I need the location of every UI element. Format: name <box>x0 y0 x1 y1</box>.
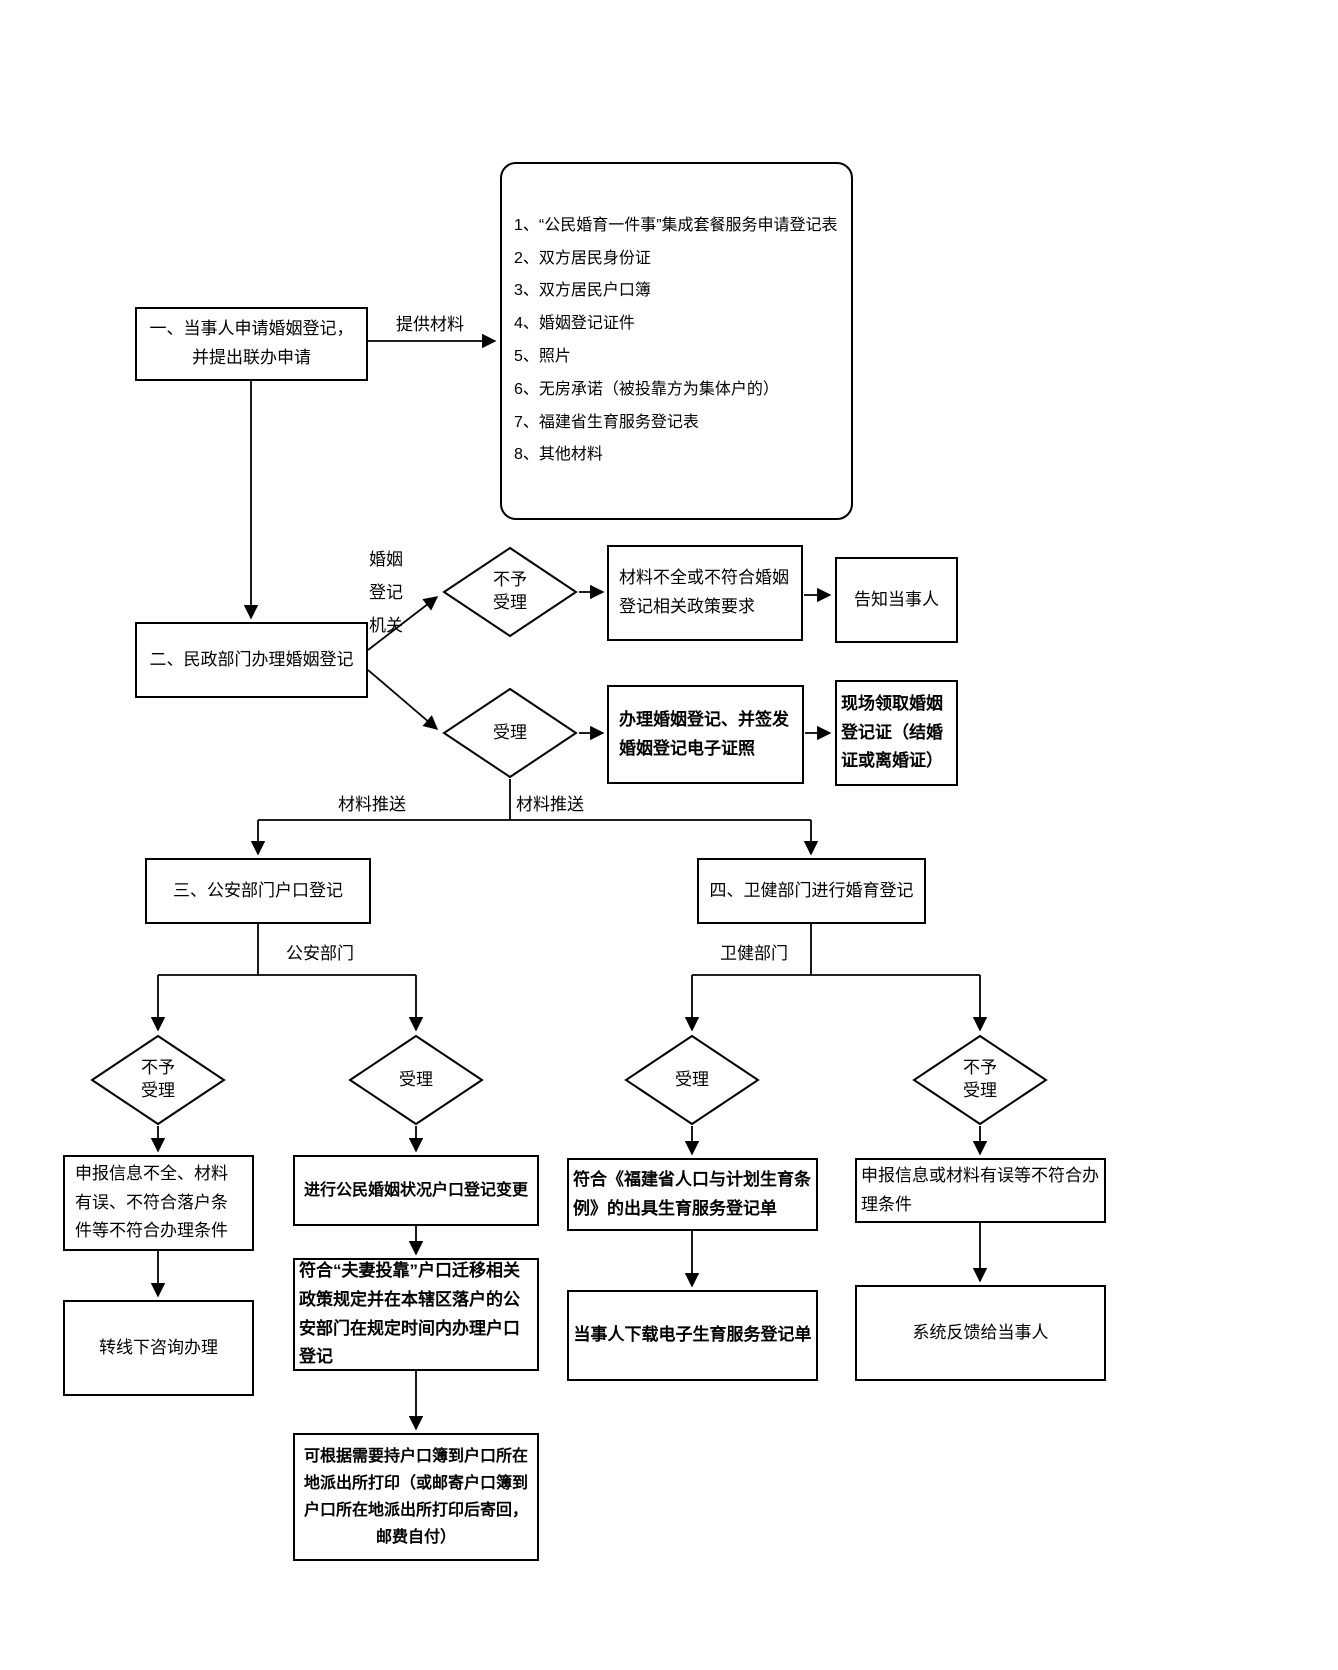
node-mz-reject-reason: 材料不全或不符合婚姻登记相关政策要求 <box>607 545 803 641</box>
node-step1-label: 一、当事人申请婚姻登记，并提出联办申请 <box>149 319 354 367</box>
node-step4-label: 四、卫健部门进行婚育登记 <box>709 880 914 900</box>
decision-civil-affairs-reject: 不予 受理 <box>442 546 578 638</box>
node-wj-system-feedback-label: 系统反馈给当事人 <box>912 1322 1049 1342</box>
material-item-7: 7、福建省生育服务登记表 <box>514 413 699 431</box>
node-ga-reject-reason-label: 申报信息不全、材料有误、不符合落户条件等不符合办理条件 <box>75 1163 228 1241</box>
decision-health-accept: 受理 <box>624 1034 760 1126</box>
decision-civil-affairs-accept: 受理 <box>442 687 578 779</box>
node-ga-print-booklet-label: 可根据需要持户口簿到户口所在地派出所打印（或邮寄户口簿到户口所在地派出所打印后寄… <box>303 1447 528 1547</box>
diamond-shape <box>442 546 578 638</box>
material-item-2: 2、双方居民身份证 <box>514 249 651 267</box>
material-item-8: 8、其他材料 <box>514 446 603 464</box>
edge-label-marriage-registry-office: 婚姻 登记 机关 <box>369 550 403 636</box>
decision-public-security-accept: 受理 <box>348 1034 484 1126</box>
diamond-shape <box>90 1034 226 1126</box>
node-mz-accept-action: 办理婚姻登记、并签发婚姻登记电子证照 <box>607 685 804 784</box>
edge-label-provide-materials: 提供材料 <box>396 315 464 334</box>
edge-label-material-push-left: 材料推送 <box>338 795 406 814</box>
node-wj-download-form: 当事人下载电子生育服务登记单 <box>567 1290 818 1381</box>
decision-reject-label: 不予 受理 <box>963 1058 997 1100</box>
node-ga-print-booklet: 可根据需要持户口簿到户口所在地派出所打印（或邮寄户口簿到户口所在地派出所打印后寄… <box>293 1433 539 1561</box>
decision-public-security-reject: 不予 受理 <box>90 1034 226 1126</box>
diamond-shape <box>348 1034 484 1126</box>
node-mz-notify-label: 告知当事人 <box>854 589 939 609</box>
node-ga-offline-label: 转线下咨询办理 <box>99 1337 218 1357</box>
node-wj-accept-action: 符合《福建省人口与计划生育条例》的出具生育服务登记单 <box>567 1158 818 1231</box>
node-ga-household-transfer: 符合“夫妻投靠”户口迁移相关政策规定并在本辖区落户的公安部门在规定时间内办理户口… <box>293 1258 539 1371</box>
node-mz-onsite-certificate: 现场领取婚姻登记证（结婚证或离婚证） <box>835 680 958 786</box>
diamond-shape <box>624 1034 760 1126</box>
node-wj-download-form-label: 当事人下载电子生育服务登记单 <box>573 1325 812 1345</box>
node-materials-list: 1、“公民婚育一件事”集成套餐服务申请登记表 2、双方居民身份证 3、双方居民户… <box>500 162 853 520</box>
node-ga-reject-reason: 申报信息不全、材料有误、不符合落户条件等不符合办理条件 <box>63 1155 254 1251</box>
material-item-1: 1、“公民婚育一件事”集成套餐服务申请登记表 <box>514 216 838 234</box>
node-step2-civil-affairs: 二、民政部门办理婚姻登记 <box>135 622 368 698</box>
node-ga-offline-consult: 转线下咨询办理 <box>63 1300 254 1396</box>
material-item-6: 6、无房承诺（被投靠方为集体户的） <box>514 380 779 398</box>
node-step4-health: 四、卫健部门进行婚育登记 <box>697 858 926 924</box>
node-step3-label: 三、公安部门户口登记 <box>173 880 343 900</box>
diamond-shape <box>912 1034 1048 1126</box>
edge-label-public-security-dept: 公安部门 <box>286 944 354 963</box>
materials-list: 1、“公民婚育一件事”集成套餐服务申请登记表 2、双方居民身份证 3、双方居民户… <box>514 210 841 472</box>
node-wj-system-feedback: 系统反馈给当事人 <box>855 1285 1106 1381</box>
edge-step2-accept-decision <box>367 669 439 730</box>
material-item-3: 3、双方居民户口簿 <box>514 282 651 300</box>
node-mz-reject-reason-label: 材料不全或不符合婚姻登记相关政策要求 <box>619 568 789 616</box>
node-step1-apply: 一、当事人申请婚姻登记，并提出联办申请 <box>135 307 368 381</box>
node-ga-accept-action-label: 进行公民婚姻状况户口登记变更 <box>303 1181 528 1199</box>
edge-step2-reject-decision <box>367 596 439 651</box>
decision-reject-label: 不予 受理 <box>493 570 527 612</box>
decision-accept-label: 受理 <box>675 1069 709 1089</box>
node-step2-label: 二、民政部门办理婚姻登记 <box>149 649 354 669</box>
material-item-4: 4、婚姻登记证件 <box>514 315 635 333</box>
edge-label-material-push-right: 材料推送 <box>516 795 584 814</box>
material-item-5: 5、照片 <box>514 348 571 365</box>
node-ga-household-transfer-label: 符合“夫妻投靠”户口迁移相关政策规定并在本辖区落户的公安部门在规定时间内办理户口… <box>299 1260 520 1367</box>
node-mz-onsite-label: 现场领取婚姻登记证（结婚证或离婚证） <box>841 693 943 771</box>
diamond-shape <box>442 687 578 779</box>
node-wj-accept-action-label: 符合《福建省人口与计划生育条例》的出具生育服务登记单 <box>573 1169 811 1218</box>
node-mz-accept-action-label: 办理婚姻登记、并签发婚姻登记电子证照 <box>619 709 789 758</box>
node-wj-reject-reason-label: 申报信息或材料有误等不符合办理条件 <box>861 1165 1099 1214</box>
decision-accept-label: 受理 <box>399 1069 433 1089</box>
decision-accept-label: 受理 <box>493 722 527 742</box>
decision-reject-label: 不予 受理 <box>141 1058 175 1100</box>
node-mz-notify-party: 告知当事人 <box>835 557 958 643</box>
edge-label-health-dept: 卫健部门 <box>720 944 788 963</box>
decision-health-reject: 不予 受理 <box>912 1034 1048 1126</box>
node-step3-public-security: 三、公安部门户口登记 <box>145 858 371 924</box>
node-wj-reject-reason: 申报信息或材料有误等不符合办理条件 <box>855 1158 1106 1223</box>
node-ga-accept-action: 进行公民婚姻状况户口登记变更 <box>293 1155 539 1226</box>
